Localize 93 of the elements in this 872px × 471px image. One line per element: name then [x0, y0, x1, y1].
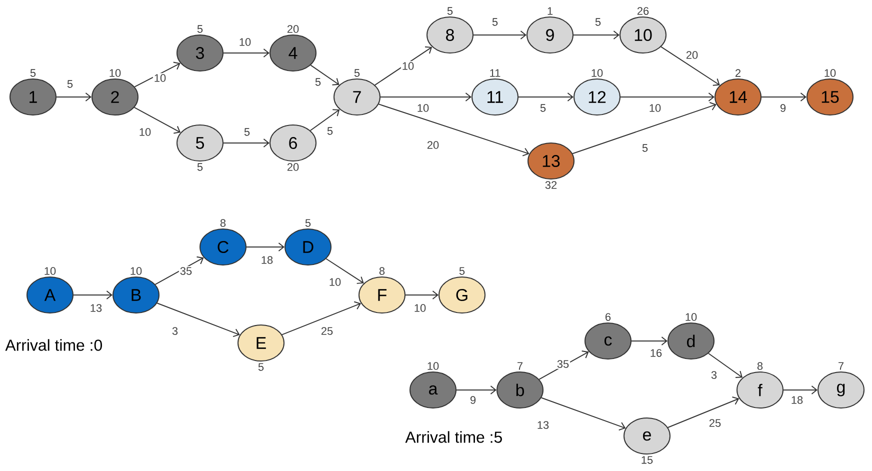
arrow: [134, 106, 181, 134]
weight-label: 10: [592, 69, 603, 77]
weight-label: 20: [287, 163, 299, 171]
edge-label: 13: [536, 420, 550, 430]
edge-label: 9: [468, 395, 478, 405]
weight-label: 5: [197, 163, 203, 171]
weight-label: 10: [686, 313, 697, 321]
arrow: [73, 290, 112, 300]
weight-label: 10: [130, 267, 142, 275]
arrow: [473, 30, 526, 40]
weight-label: 10: [44, 267, 56, 275]
arrow: [761, 92, 807, 102]
weight-label: 5: [30, 69, 36, 77]
weight-label: 7: [518, 362, 522, 370]
weight-label: 5: [258, 363, 264, 371]
arrow: [282, 301, 362, 336]
edge-label: 25: [708, 418, 722, 428]
edge-label: 20: [426, 140, 440, 150]
arrow: [56, 92, 92, 102]
arrow: [380, 92, 472, 102]
arrow: [631, 336, 668, 346]
arrow: [154, 256, 204, 285]
arrow: [518, 92, 574, 102]
edge-label: 18: [260, 255, 274, 265]
arrow: [223, 138, 270, 148]
arrow: [156, 302, 240, 338]
weight-label: 20: [287, 25, 299, 33]
arrow: [378, 104, 530, 156]
edge-label: 18: [790, 395, 804, 405]
weight-label: 5: [459, 267, 465, 275]
weight-label: 15: [642, 456, 653, 464]
edge-label: 3: [170, 326, 180, 336]
weight-label: 7: [838, 362, 844, 370]
edge-label: 5: [326, 126, 334, 136]
arrow: [572, 102, 716, 154]
weight-label: 5: [354, 69, 360, 77]
edge-label: 3: [710, 370, 718, 380]
edge-label: 35: [178, 266, 194, 276]
arrow: [246, 242, 284, 252]
edge-label: 10: [412, 303, 428, 313]
arrow: [540, 397, 626, 431]
edge-label: 10: [238, 37, 252, 47]
arrow: [310, 64, 340, 86]
arrow: [405, 290, 438, 300]
weight-label: 10: [824, 69, 836, 77]
weight-label: 8: [757, 362, 763, 370]
arrow: [660, 46, 720, 86]
edge-label: 10: [416, 103, 430, 113]
edge-label: 5: [538, 103, 548, 113]
edge-label: 5: [242, 127, 252, 137]
edge-label: 13: [88, 303, 104, 313]
edge-label: 10: [152, 73, 168, 83]
weight-label: 8: [379, 267, 385, 275]
edge-label: 5: [314, 77, 322, 87]
arrow: [326, 258, 364, 284]
weight-label: 8: [220, 219, 226, 227]
arrow: [223, 48, 270, 58]
edge-label: 5: [66, 79, 74, 89]
arrow: [667, 396, 740, 428]
weight-label: 5: [305, 219, 311, 227]
weight-label: 5: [197, 25, 203, 33]
weight-label: 11: [490, 69, 500, 77]
weight-label: 10: [428, 362, 439, 370]
arrival-time-label: Arrival time :5: [405, 431, 502, 443]
edge-label: 35: [556, 359, 570, 369]
weight-label: 6: [606, 313, 611, 321]
edge-label: 5: [594, 17, 602, 27]
weight-label: 32: [545, 181, 557, 189]
edge-label: 10: [400, 61, 416, 71]
weight-label: 10: [110, 69, 121, 77]
arrow: [783, 386, 818, 394]
edge-label: 16: [648, 348, 664, 358]
arrow: [620, 92, 715, 102]
arrival-time-label: Arrival time :0: [5, 339, 102, 351]
arrow: [134, 62, 180, 88]
edge-label: 5: [640, 143, 650, 153]
weight-label: 5: [447, 7, 453, 15]
edge-label: 10: [648, 103, 662, 113]
edge-label: 20: [684, 50, 700, 60]
edge-label: 10: [328, 277, 342, 287]
arrow: [708, 352, 743, 378]
arrow: [456, 386, 496, 394]
weight-label: 2: [736, 69, 740, 77]
arrow: [573, 30, 620, 40]
edge-label: 10: [138, 127, 152, 137]
edge-label: 5: [490, 17, 500, 27]
weight-label: 1: [548, 7, 553, 15]
weight-label: 26: [637, 7, 649, 15]
edge-label: 25: [320, 326, 334, 336]
arrow: [374, 46, 432, 86]
arrow: [538, 350, 589, 380]
arrow: [310, 109, 340, 132]
edge-label: 9: [778, 103, 788, 113]
